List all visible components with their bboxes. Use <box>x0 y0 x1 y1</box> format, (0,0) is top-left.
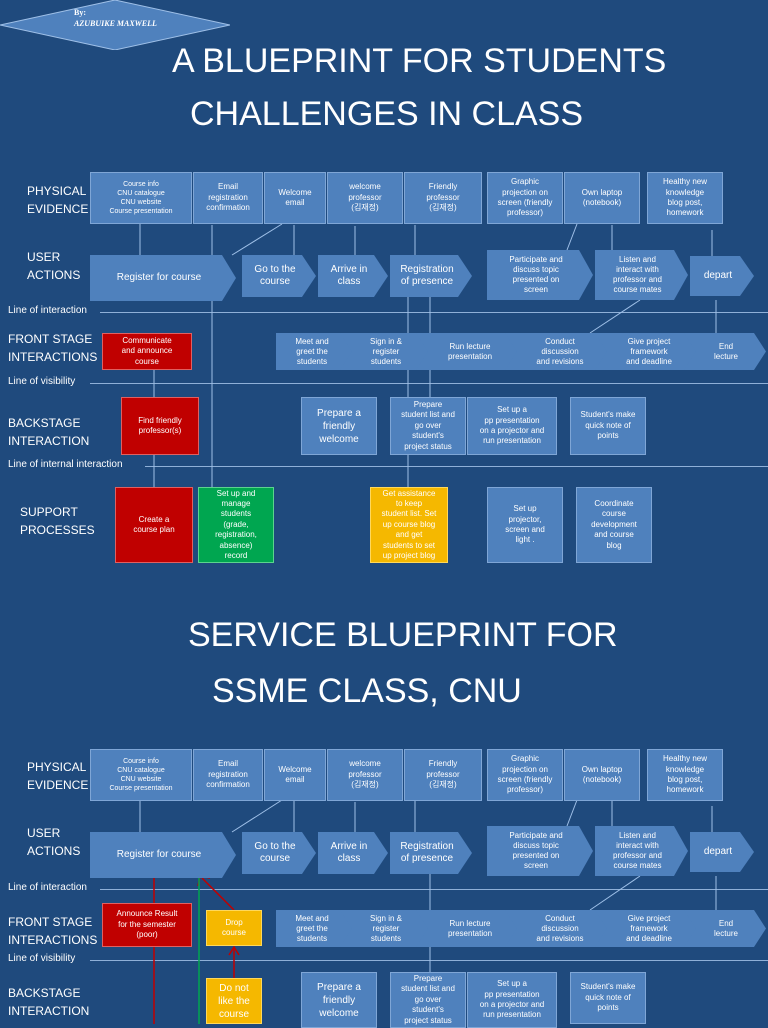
front-run-lecture-2: Run lecture presentation <box>416 910 522 947</box>
line-of-interaction <box>100 312 768 313</box>
support-setup-students: Set up and manage students (grade, regis… <box>198 487 274 563</box>
line-of-visibility <box>90 383 768 384</box>
back-setup-presentation-2: Set up a pp presentation on a projector … <box>467 972 557 1028</box>
back-prepare-student-list: Prepare student list and go over student… <box>390 397 466 455</box>
front-end-lecture-2: End lecture <box>684 910 766 947</box>
action-arrive-class: Arrive in class <box>318 255 388 297</box>
author-by: By: <box>74 8 86 17</box>
line-of-visibility-2 <box>90 960 768 961</box>
evidence-email-registration-2: Email registration confirmation <box>193 749 263 801</box>
evidence-welcome-email: Welcome email <box>264 172 326 224</box>
title-1-line-1: A BLUEPRINT FOR STUDENTS <box>172 42 667 80</box>
support-get-assistance: Get assistance to keep student list. Set… <box>370 487 448 563</box>
evidence-friendly-professor: Friendly professor (김재정) <box>404 172 482 224</box>
evidence-own-laptop-2: Own laptop (notebook) <box>564 749 640 801</box>
action-register-course-2: Register for course <box>90 832 236 878</box>
line-of-visibility-label-2: Line of visibility <box>8 953 76 964</box>
back-student-notes: Student's make quick note of points <box>570 397 646 455</box>
front-end-lecture: End lecture <box>684 333 766 370</box>
evidence-own-laptop: Own laptop (notebook) <box>564 172 640 224</box>
back-student-notes-2: Student's make quick note of points <box>570 972 646 1024</box>
action-registration-presence: Registration of presence <box>390 255 472 297</box>
action-arrive-class-2: Arrive in class <box>318 832 388 874</box>
front-sign-in-2: Sign in & register students <box>340 910 430 947</box>
title-1-line-2: CHALLENGES IN CLASS <box>190 95 584 133</box>
line-of-interaction-label: Line of interaction <box>8 305 87 316</box>
evidence-welcome-professor-2: welcome professor (김재정) <box>327 749 403 801</box>
connector-arrows-2 <box>139 799 717 1024</box>
front-give-project-2: Give project framework and deadline <box>595 910 701 947</box>
evidence-course-info: Course info CNU catalogue CNU website Co… <box>90 172 192 224</box>
action-participate-discuss: Participate and discuss topic presented … <box>487 250 593 300</box>
action-listen-interact: Listen and interact with professor and c… <box>595 250 688 300</box>
front-communicate-course: Communicate and announce course <box>102 333 192 370</box>
line-of-interaction-label-2: Line of interaction <box>8 882 87 893</box>
action-listen-interact-2: Listen and interact with professor and c… <box>595 826 688 876</box>
action-registration-presence-2: Registration of presence <box>390 832 472 874</box>
evidence-welcome-professor: welcome professor (김재정) <box>327 172 403 224</box>
action-depart-2: depart <box>690 832 754 872</box>
action-participate-discuss-2: Participate and discuss topic presented … <box>487 826 593 876</box>
evidence-email-registration: Email registration confirmation <box>193 172 263 224</box>
support-coordinate-course: Coordinate course development and course… <box>576 487 652 563</box>
action-depart: depart <box>690 256 754 296</box>
author-banner <box>0 0 230 50</box>
evidence-welcome-email-2: Welcome email <box>264 749 326 801</box>
evidence-graphic-projection: Graphic projection on screen (friendly p… <box>487 172 563 224</box>
back-prepare-student-list-2: Prepare student list and go over student… <box>390 972 466 1028</box>
action-go-to-course: Go to the course <box>242 255 316 297</box>
line-of-visibility-label: Line of visibility <box>8 376 76 387</box>
title-2-line-2: SSME CLASS, CNU <box>212 672 522 710</box>
action-register-course: Register for course <box>90 255 236 301</box>
line-of-internal-interaction-label: Line of internal interaction <box>8 459 123 470</box>
back-do-not-like-course: Do not like the course <box>206 978 262 1024</box>
support-create-course-plan: Create a course plan <box>115 487 193 563</box>
evidence-course-info-2: Course info CNU catalogue CNU website Co… <box>90 749 192 801</box>
evidence-friendly-professor-2: Friendly professor (김재정) <box>404 749 482 801</box>
action-go-to-course-2: Go to the course <box>242 832 316 874</box>
front-conduct-discussion: Conduct discussion and revisions <box>505 333 613 370</box>
back-setup-presentation: Set up a pp presentation on a projector … <box>467 397 557 455</box>
evidence-healthy-knowledge-2: Healthy new knowledge blog post, homewor… <box>647 749 723 801</box>
back-prepare-welcome-2: Prepare a friendly welcome <box>301 972 377 1028</box>
back-prepare-welcome: Prepare a friendly welcome <box>301 397 377 455</box>
front-announce-result: Announce Result for the semester (poor) <box>102 903 192 947</box>
front-meet-greet: Meet and greet the students <box>276 333 356 370</box>
support-setup-projector: Set up projector, screen and light . <box>487 487 563 563</box>
front-drop-course: Drop course <box>206 910 262 946</box>
front-sign-in: Sign in & register students <box>340 333 430 370</box>
line-of-internal-interaction <box>145 466 768 467</box>
line-of-interaction-2 <box>100 889 768 890</box>
front-meet-greet-2: Meet and greet the students <box>276 910 356 947</box>
front-give-project: Give project framework and deadline <box>595 333 701 370</box>
author-name: AZUBUIKE MAXWELL <box>74 19 157 28</box>
front-run-lecture: Run lecture presentation <box>416 333 522 370</box>
title-2-line-1: SERVICE BLUEPRINT FOR <box>188 616 618 654</box>
back-find-professor: Find friendly professor(s) <box>121 397 199 455</box>
evidence-healthy-knowledge: Healthy new knowledge blog post, homewor… <box>647 172 723 224</box>
evidence-graphic-projection-2: Graphic projection on screen (friendly p… <box>487 749 563 801</box>
front-conduct-discussion-2: Conduct discussion and revisions <box>505 910 613 947</box>
